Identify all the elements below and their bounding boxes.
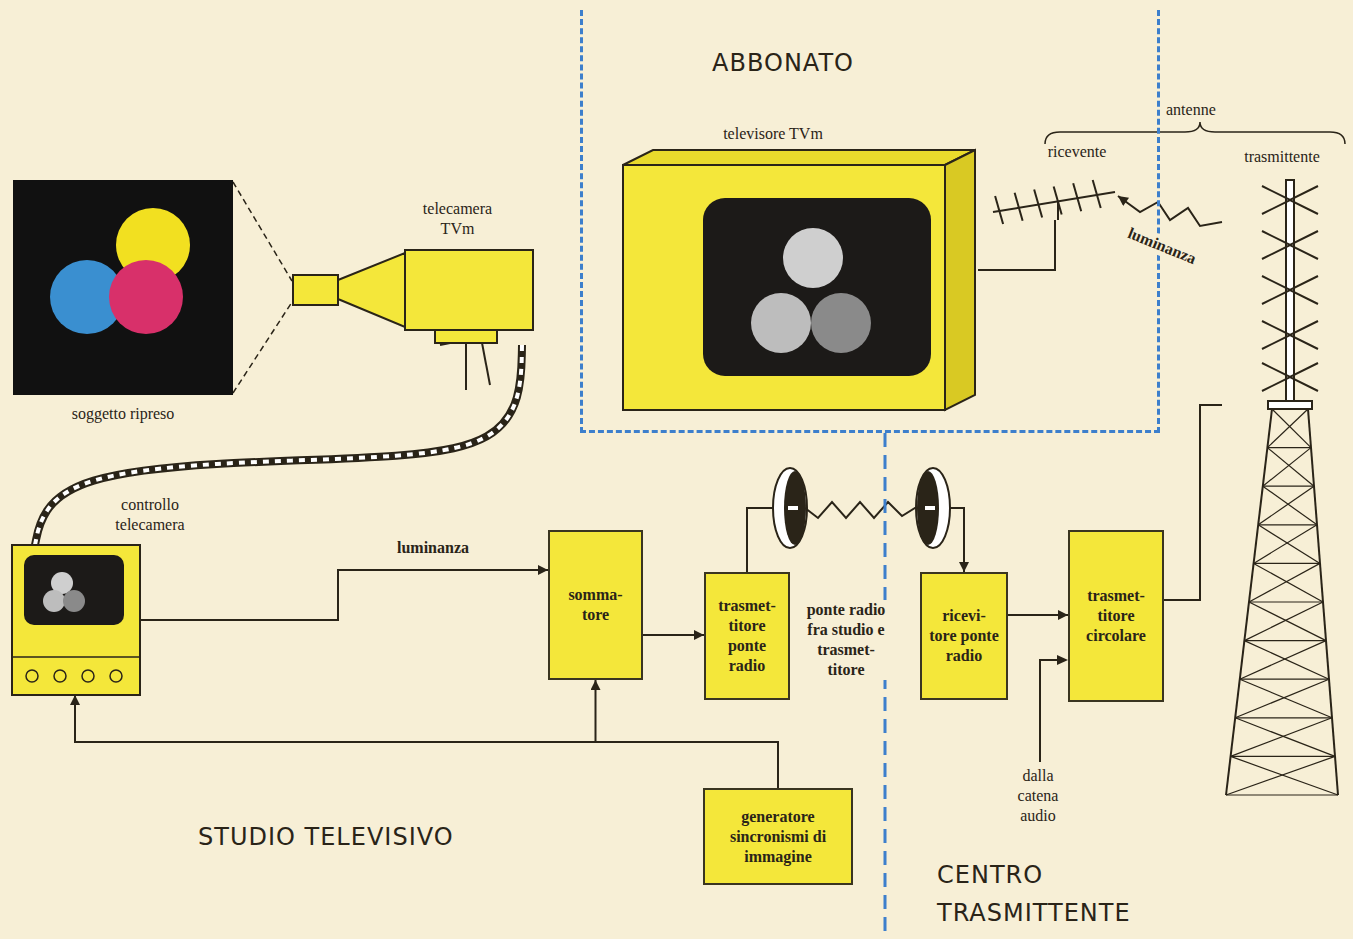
subject-picture: soggetto ripreso — [13, 180, 233, 395]
dish-antenna — [916, 468, 950, 548]
region-heading: ABBONATO — [703, 48, 863, 78]
transmitting-tower: trasmittente — [1222, 145, 1342, 800]
connector — [1118, 196, 1222, 226]
illustration — [1222, 145, 1342, 800]
connector-line — [233, 182, 292, 281]
signal-note: dalla catena audio — [1006, 766, 1070, 826]
camera-symbol — [293, 250, 533, 390]
antenna-element — [995, 196, 1003, 224]
antenna-mast — [1057, 201, 1059, 220]
pink-disc — [109, 260, 183, 334]
tv-cabinet-top — [623, 150, 975, 165]
node-label: controllo telecamera — [90, 495, 210, 535]
illustration — [290, 195, 540, 345]
tv-cabinet-side — [945, 150, 975, 410]
antenna-bracket — [1045, 122, 1345, 144]
antenna-element — [1073, 183, 1081, 211]
process-box: trasmet- titore circolare — [1068, 530, 1164, 702]
antenna-element — [1015, 193, 1023, 221]
connector — [140, 570, 548, 620]
television-set: televisore TVm — [623, 120, 978, 410]
connector — [75, 695, 778, 788]
receiving-antenna: ricevente — [983, 140, 1118, 220]
node-label: trasmittente — [1222, 147, 1342, 167]
process-box: trasmet- titore ponte radio — [704, 572, 790, 700]
grey-disc — [783, 228, 843, 288]
process-box: somma- tore — [548, 530, 643, 680]
connector-line — [75, 695, 778, 788]
view-line — [233, 302, 292, 393]
connector-label: ponte radio fra studio e trasmet- titore — [796, 600, 896, 680]
region-divider — [884, 433, 887, 939]
monitor-symbol — [12, 545, 140, 695]
connector-line — [1164, 405, 1222, 600]
tv-cabinet-front — [623, 165, 945, 410]
node-label: ricevi- tore ponte radio — [927, 606, 1001, 666]
node-label: generatore sincronismi di immagine — [728, 807, 828, 867]
connector — [643, 635, 704, 636]
connector-line — [978, 220, 1055, 270]
node-label: trasmet- titore ponte radio — [710, 596, 784, 676]
process-box: ricevi- tore ponte radio — [920, 572, 1008, 700]
group-label: antenne — [1166, 100, 1216, 120]
connector — [1008, 615, 1068, 616]
tv-camera: telecamera TVm — [290, 195, 540, 345]
antenna-element — [1034, 190, 1042, 218]
subject-backdrop — [13, 180, 233, 395]
dish-antenna — [773, 468, 807, 548]
grey-disc — [751, 293, 811, 353]
connector — [233, 182, 292, 281]
area-label: STUDIO TELEVISIVO — [198, 822, 454, 852]
region-outline: ABBONATO televisore TVm ricevente — [580, 10, 1160, 433]
illustration — [12, 545, 140, 695]
node-label: somma- tore — [561, 585, 631, 625]
audio-input-line — [1040, 655, 1068, 762]
connector-line — [1008, 614, 1068, 616]
node-label: ricevente — [1035, 142, 1119, 162]
process-box: generatore sincronismi di immagine — [703, 788, 853, 885]
illustration — [623, 120, 978, 410]
illustration — [13, 180, 233, 395]
tower-symbol — [1226, 180, 1338, 795]
connector — [978, 220, 1055, 270]
antenna-element — [1093, 180, 1101, 208]
node-label: trasmet- titore circolare — [1074, 586, 1158, 646]
node-label: televisore TVm — [653, 124, 893, 144]
connector-label: luminanza — [1123, 222, 1201, 269]
connector — [1164, 405, 1222, 600]
camera-control-monitor: controllo telecamera — [12, 545, 140, 695]
area-label: CENTRO TRASMITTENTE — [937, 856, 1157, 933]
connector-label: luminanza — [395, 538, 471, 558]
connector-line — [643, 634, 704, 636]
node-label: telecamera TVm — [410, 199, 505, 239]
grey-disc — [811, 293, 871, 353]
node-label: soggetto ripreso — [13, 404, 233, 424]
connector-line — [1118, 196, 1222, 226]
tv-screen — [703, 198, 931, 376]
connector-line — [140, 570, 548, 620]
